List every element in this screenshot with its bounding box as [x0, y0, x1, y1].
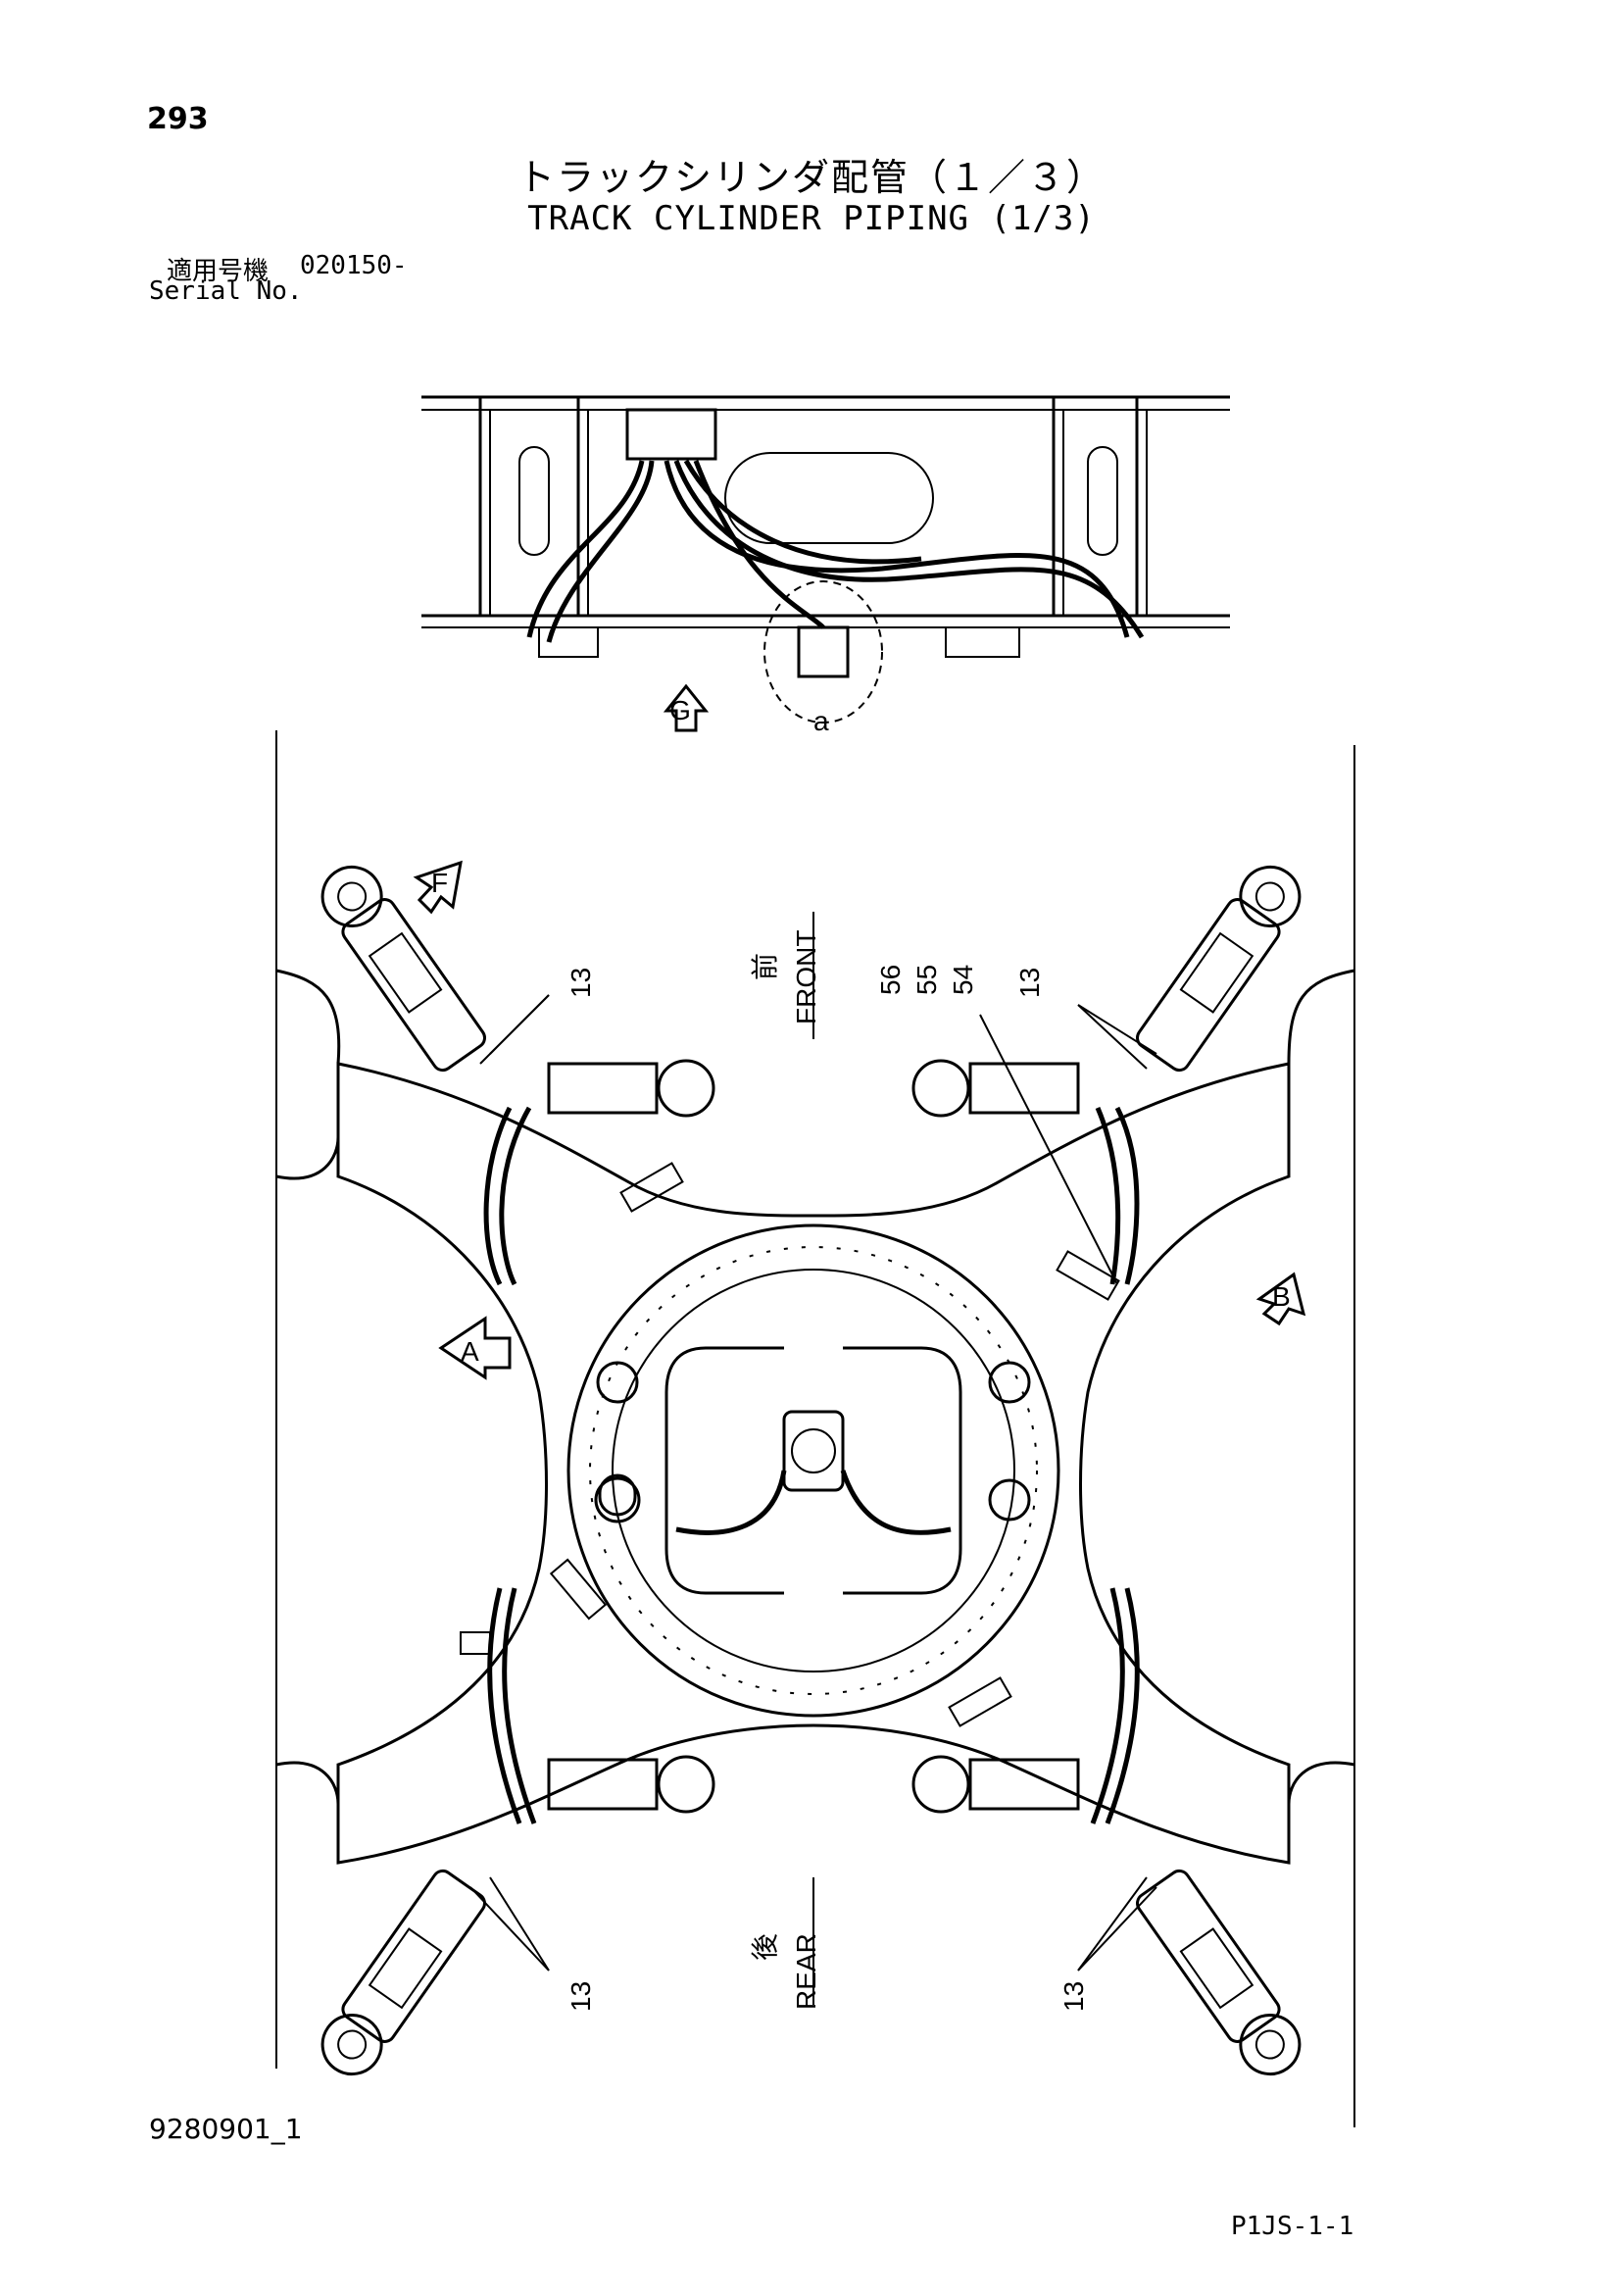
front-label-japanese: 前	[750, 953, 780, 980]
serial-label-japanese: 適用号機	[167, 257, 270, 286]
rear-label-english: REAR	[791, 1933, 821, 2010]
front-label-english: FRONT	[791, 930, 821, 1024]
callout-54: 54	[948, 965, 978, 995]
sheet-code: P1JS-1-1	[1231, 2212, 1354, 2241]
title-japanese: トラックシリンダ配管（１／３）	[516, 156, 1106, 199]
view-marker-f: F	[431, 868, 448, 898]
callout-55: 55	[911, 965, 942, 995]
callout-13-lower-left: 13	[566, 1981, 596, 2012]
title-english: TRACK CYLINDER PIPING (1/3)	[527, 199, 1096, 238]
callout-56: 56	[875, 965, 906, 995]
upper-detail-view	[421, 395, 1230, 732]
rear-label-japanese: 後	[750, 1933, 780, 1961]
view-marker-b: B	[1272, 1281, 1291, 1312]
callout-13-upper-right: 13	[1014, 968, 1045, 998]
serial-value: 020150-	[300, 251, 408, 280]
serial-label-english: Serial No.	[149, 276, 303, 306]
view-marker-a: a	[813, 706, 829, 736]
callout-13-upper-left: 13	[566, 968, 596, 998]
view-marker-a-lower: A	[461, 1336, 479, 1367]
callout-13-lower-right: 13	[1058, 1981, 1089, 2012]
main-plan-view	[275, 730, 1355, 2127]
view-marker-g: G	[669, 695, 691, 725]
page-number: 293	[147, 102, 209, 136]
document-code: 9280901_1	[149, 2113, 303, 2145]
